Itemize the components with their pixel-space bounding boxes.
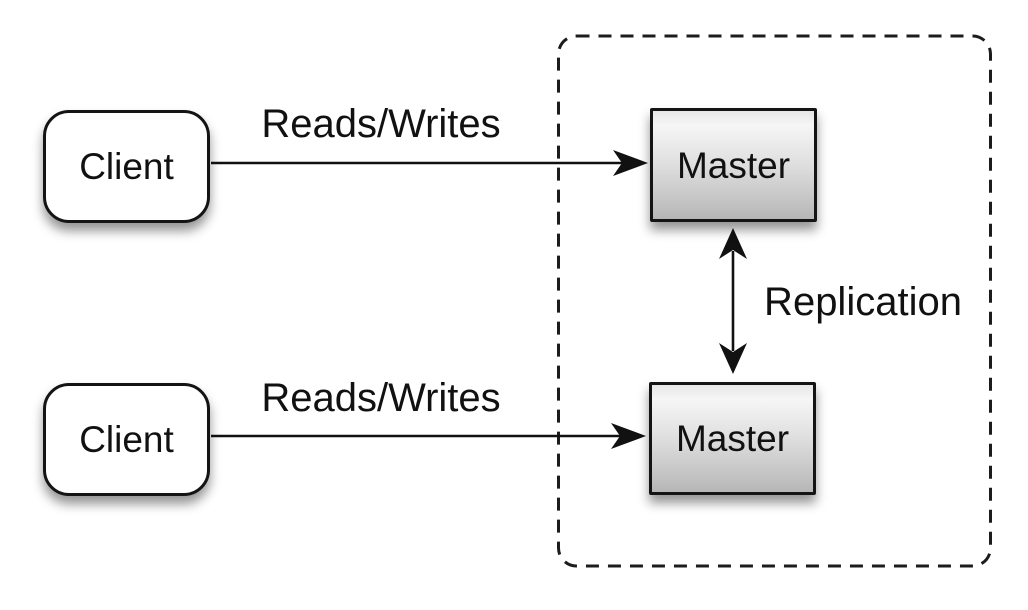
node-client-bottom: Client [43, 383, 210, 496]
node-client-top-label: Client [79, 146, 174, 187]
edge-label-replication: Replication [764, 280, 962, 324]
node-master-bottom: Master [649, 382, 816, 495]
node-master-top-label: Master [676, 144, 791, 186]
edge-label-reads-writes-bottom: Reads/Writes [261, 376, 501, 420]
edge-label-reads-writes-top: Reads/Writes [261, 102, 501, 146]
replication-group-boundary [557, 34, 992, 568]
node-master-bottom-label: Master [675, 418, 790, 459]
node-master-top: Master [650, 108, 817, 222]
reads-writes-arrow-top [211, 150, 648, 176]
node-client-top: Client [43, 110, 210, 223]
replication-arrow [719, 228, 747, 374]
reads-writes-arrow-bottom [211, 423, 646, 449]
node-client-bottom-label: Client [79, 419, 174, 460]
